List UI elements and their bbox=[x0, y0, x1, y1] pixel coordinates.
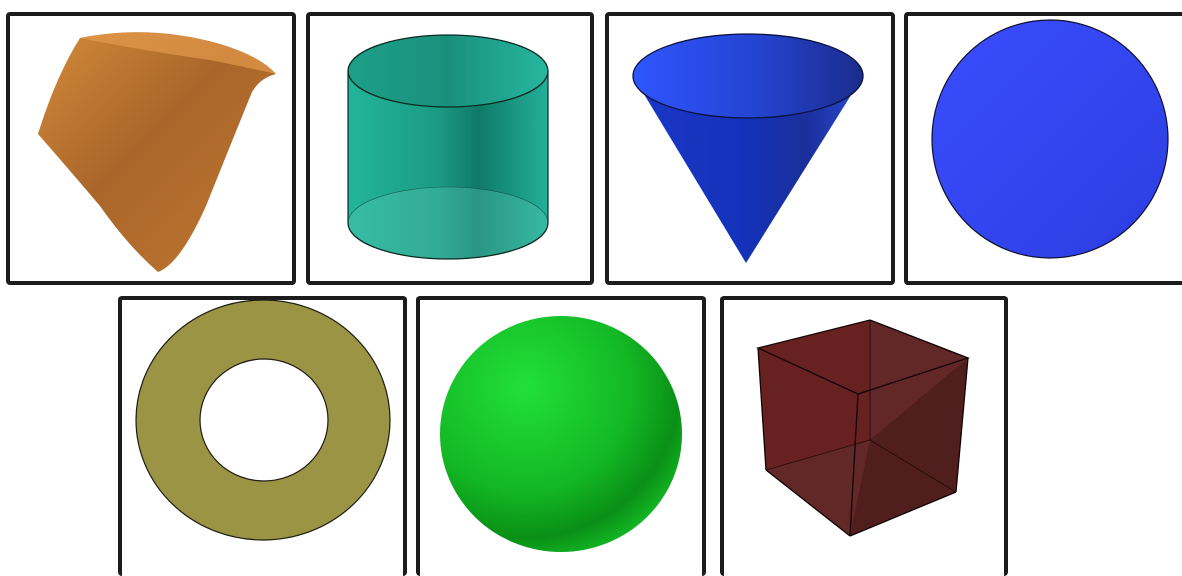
cylinder-panel bbox=[306, 12, 594, 285]
disk-shape bbox=[931, 19, 1169, 259]
annulus-shape bbox=[135, 300, 391, 541]
cone-shape bbox=[632, 33, 864, 263]
cone-panel bbox=[605, 12, 895, 285]
curved-surface-shape bbox=[38, 32, 276, 273]
cylinder-shape bbox=[347, 34, 549, 260]
cube-shape bbox=[756, 319, 970, 537]
sphere-panel bbox=[416, 296, 706, 576]
cube-panel bbox=[720, 296, 1008, 576]
surface-panel bbox=[6, 12, 296, 285]
annulus-panel bbox=[118, 296, 407, 576]
sphere-shape bbox=[440, 316, 682, 552]
disk-panel bbox=[904, 12, 1182, 285]
